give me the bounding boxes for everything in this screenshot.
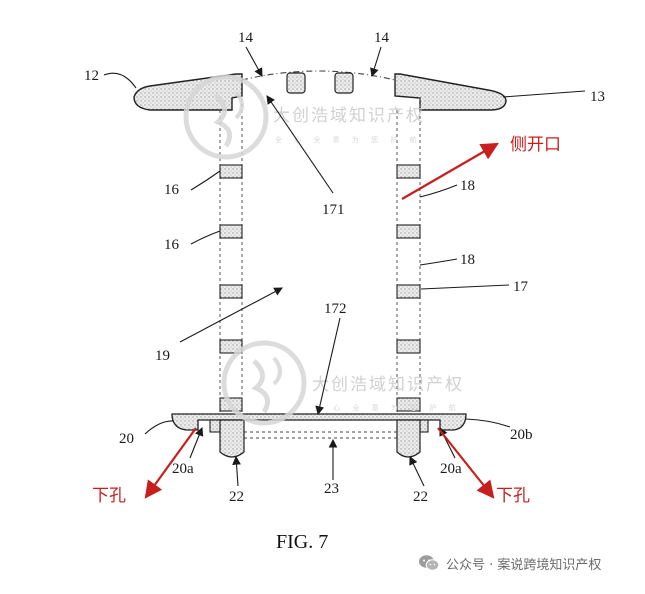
watermark-top: 大创浩域知识产权 全 心 全 意 为 您 护 航	[183, 74, 425, 160]
annotation-lower-hole-left: 下孔	[92, 486, 126, 506]
label-171: 171	[322, 202, 345, 218]
watermark-name-top: 大创浩域知识产权	[273, 106, 425, 126]
label-20b: 20b	[510, 427, 533, 443]
label-17: 17	[513, 279, 529, 295]
label-20a-left: 20a	[172, 461, 194, 477]
watermark-bottom: 大创浩域知识产权 全 心 全 意 为 您 护 航	[221, 340, 464, 426]
chinese-annotations: 侧开口 下孔 下孔	[92, 135, 561, 506]
label-172: 172	[324, 301, 347, 317]
label-14-left: 14	[238, 30, 254, 46]
label-18-top: 18	[460, 178, 475, 194]
top-flange	[133, 70, 507, 111]
label-19: 19	[155, 348, 170, 364]
source-footer: 公众号 · 案说跨境知识产权	[418, 551, 601, 575]
annotation-lower-hole-right: 下孔	[496, 486, 530, 506]
label-16-bottom: 16	[164, 237, 180, 253]
wechat-icon	[419, 555, 440, 571]
label-12: 12	[84, 68, 99, 84]
label-23: 23	[324, 481, 339, 497]
left-post	[219, 98, 243, 412]
label-22-right: 22	[413, 489, 428, 505]
bottom-base	[171, 413, 467, 458]
label-16-top: 16	[164, 182, 180, 198]
label-20: 20	[119, 431, 134, 447]
label-20a-right: 20a	[440, 461, 462, 477]
reference-labels: 12 13 14 14 16 16 18 18 17 171 172 19 20…	[84, 30, 605, 505]
leader-lines	[103, 46, 586, 487]
label-13: 13	[590, 89, 605, 105]
annotation-side-opening: 侧开口	[510, 135, 561, 155]
label-18-bottom: 18	[460, 252, 475, 268]
label-22-left: 22	[229, 489, 244, 505]
label-14-right: 14	[374, 30, 390, 46]
watermark-sub-top: 全 心 全 意 为 您 护 航	[275, 135, 422, 144]
right-post	[396, 98, 421, 412]
source-text: 公众号 · 案说跨境知识产权	[446, 557, 602, 573]
figure-caption: FIG. 7	[276, 531, 328, 553]
watermark-name-bottom: 大创浩域知识产权	[312, 375, 464, 395]
watermark-sub-bottom: 全 心 全 意 为 您 护 航	[314, 403, 461, 412]
red-arrows	[144, 142, 499, 499]
